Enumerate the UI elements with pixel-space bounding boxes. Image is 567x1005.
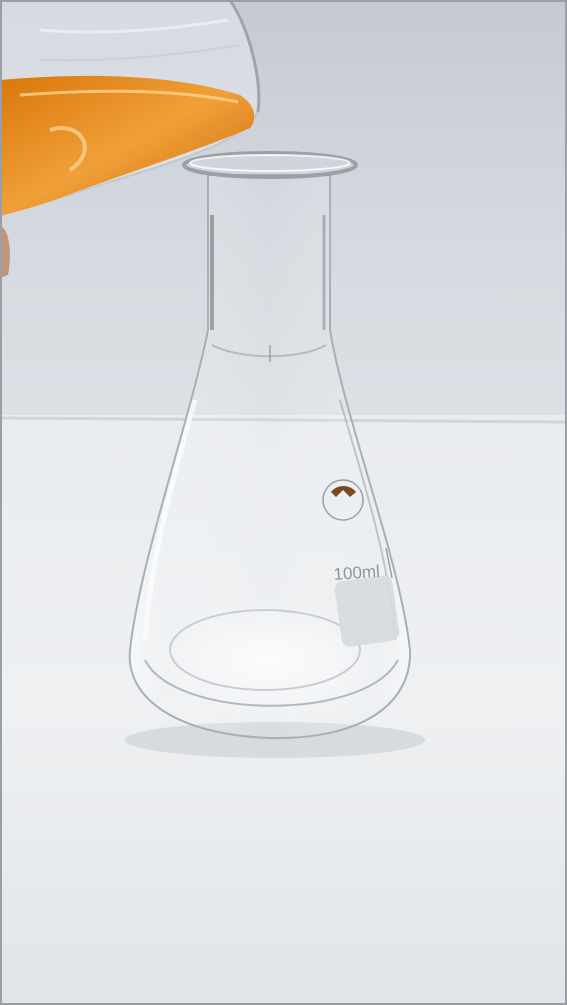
flask-rim-highlight	[189, 154, 351, 172]
maker-logo	[322, 479, 364, 521]
body-highlight-left	[142, 399, 198, 641]
erlenmeyer-flask: 100ml	[128, 151, 412, 740]
flask-base-curve	[144, 659, 399, 707]
beaker-ring-2	[39, 44, 241, 62]
pouring-beaker	[0, 0, 261, 217]
flask-base-glow	[148, 600, 388, 720]
beaker-ring-1	[39, 18, 229, 34]
beaker-reflection	[49, 126, 87, 172]
amber-liquid	[0, 75, 255, 217]
beaker-rim	[228, 0, 261, 113]
base-inner-ring	[169, 609, 361, 691]
liquid-surface-highlight	[19, 89, 239, 104]
volume-marking: 100ml	[333, 562, 381, 584]
hand	[0, 225, 10, 278]
flask-shadow	[125, 722, 425, 758]
writing-patch	[334, 575, 400, 647]
volume-line	[385, 547, 393, 579]
flask-rim	[182, 151, 358, 179]
